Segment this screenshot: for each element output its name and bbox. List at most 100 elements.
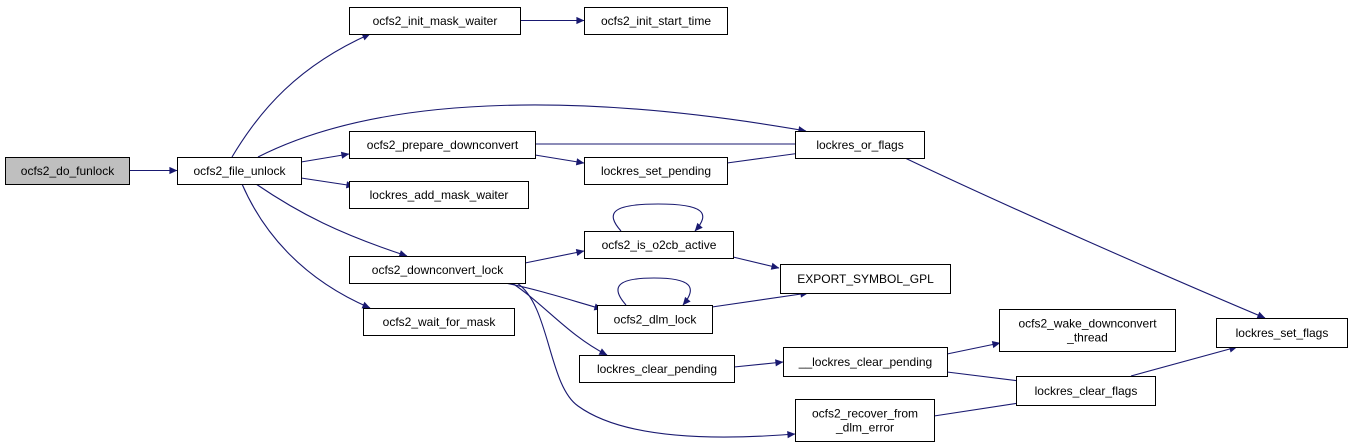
edge-file-unlock-to-lockres-add-mask-waiter (300, 177, 355, 189)
node-label: ocfs2_wait_for_mask (383, 315, 497, 329)
node-box (1016, 376, 1156, 406)
node-box (363, 308, 515, 336)
edge-line (511, 282, 608, 356)
edge-file-unlock-to-init-mask-waiter (231, 33, 371, 158)
edge-downconvert-lock-to-is-o2cb-active (524, 248, 585, 264)
node-wake-downconvert-thread[interactable]: ocfs2_wake_downconvert_thread (999, 309, 1176, 352)
nodes-layer: ocfs2_do_funlock ocfs2_file_unlock ocfs2_i… (5, 7, 1348, 442)
edge-is-o2cb-active-to-export-symbol-gpl (732, 256, 780, 270)
edge-downconvert-lock-to-dlm-lock (504, 282, 603, 311)
edge-recover-from-dlm-error-to-lockres-clear-flags (933, 398, 1033, 417)
edge-file-unlock-to-downconvert-lock (255, 183, 408, 258)
node-lockres-clear-pending[interactable]: lockres_clear_pending (579, 355, 735, 383)
node-label: lockres_set_flags (1236, 326, 1329, 340)
edge-line (946, 341, 1001, 355)
node-box (584, 7, 728, 35)
node-label: ocfs2_do_funlock (21, 164, 115, 178)
node-label: lockres_clear_flags (1035, 384, 1138, 398)
edge-line (300, 177, 355, 189)
edge-line (933, 398, 1033, 417)
node-label: ocfs2_wake_downconvert (1018, 317, 1157, 331)
node-prepare-downconvert[interactable]: ocfs2_prepare_downconvert (349, 131, 536, 159)
edge-line (241, 183, 371, 309)
node-downconvert-lock[interactable]: ocfs2_downconvert_lock (349, 256, 526, 284)
edge-file-unlock-to-wait-for-mask (241, 183, 371, 309)
edge-lockres-clear-pending-to---lockres-clear-pending (733, 359, 784, 368)
node-label: ocfs2_dlm_lock (614, 313, 698, 327)
node-box (584, 157, 728, 185)
node-label: lockres_or_flags (816, 138, 903, 152)
node-init-start-time[interactable]: ocfs2_init_start_time (584, 7, 728, 35)
edge-line (617, 277, 691, 306)
node-do-funlock[interactable]: ocfs2_do_funlock (5, 157, 130, 185)
node-lockres-add-mask-waiter[interactable]: lockres_add_mask_waiter (349, 181, 529, 209)
node-label: ocfs2_recover_from (812, 407, 918, 421)
edge-prepare-downconvert-to-lockres-set-pending (534, 154, 585, 166)
node-box (795, 131, 925, 159)
edge-line (257, 104, 807, 158)
edge-dlm-lock-to-export-symbol-gpl (711, 290, 809, 308)
node-label: lockres_clear_pending (597, 362, 717, 376)
node-dlm-lock[interactable]: ocfs2_dlm_lock (597, 305, 713, 334)
node-init-mask-waiter[interactable]: ocfs2_init_mask_waiter (349, 7, 521, 35)
node-box (584, 231, 734, 259)
node-label: ocfs2_init_mask_waiter (373, 14, 498, 28)
node-label: __lockres_clear_pending (798, 355, 932, 369)
node-box (349, 131, 536, 159)
node-label: lockres_set_pending (601, 164, 711, 178)
node-wait-for-mask[interactable]: ocfs2_wait_for_mask (363, 308, 515, 336)
node-recover-from-dlm-error[interactable]: ocfs2_recover_from_dlm_error (795, 399, 935, 442)
node-label: ocfs2_downconvert_lock (372, 263, 504, 277)
edge-line (534, 154, 585, 166)
node-label: ocfs2_prepare_downconvert (367, 138, 519, 152)
edge-is-o2cb-active-to-is-o2cb-active (612, 203, 704, 232)
node-label: EXPORT_SYMBOL_GPL (797, 272, 934, 286)
node-box (177, 157, 302, 185)
node-box (783, 347, 948, 377)
node-label: _thread (1066, 331, 1108, 345)
node-file-unlock[interactable]: ocfs2_file_unlock (177, 157, 302, 185)
edge-line (504, 282, 603, 311)
node-lockres-clear-flags[interactable]: lockres_clear_flags (1016, 376, 1156, 406)
node-box (579, 355, 735, 383)
node-label: ocfs2_is_o2cb_active (602, 238, 717, 252)
node---lockres-clear-pending[interactable]: __lockres_clear_pending (783, 347, 948, 377)
edge-line (726, 149, 809, 164)
edge-line (612, 203, 704, 232)
node-lockres-set-pending[interactable]: lockres_set_pending (584, 157, 728, 185)
edge---lockres-clear-pending-to-wake-downconvert-thread (946, 341, 1001, 355)
node-box (349, 7, 521, 35)
node-box (349, 181, 529, 209)
edge-dlm-lock-to-dlm-lock (617, 277, 691, 306)
edge-line (733, 359, 784, 368)
node-box (1216, 318, 1348, 348)
node-export-symbol-gpl[interactable]: EXPORT_SYMBOL_GPL (780, 264, 951, 294)
edge-downconvert-lock-to-recover-from-dlm-error (516, 282, 796, 439)
edge-line (946, 371, 1029, 385)
node-lockres-or-flags[interactable]: lockres_or_flags (795, 131, 925, 159)
edge-file-unlock-to-prepare-downconvert (300, 151, 350, 163)
node-is-o2cb-active[interactable]: ocfs2_is_o2cb_active (584, 231, 734, 259)
edge-line (524, 248, 585, 264)
node-label: _dlm_error (835, 421, 894, 435)
edge-line (516, 282, 796, 439)
edge-line (231, 33, 371, 158)
edge-file-unlock-to-lockres-or-flags (257, 104, 807, 158)
node-box (597, 305, 713, 334)
node-label: ocfs2_file_unlock (193, 164, 286, 178)
edge-line (711, 290, 809, 308)
node-label: lockres_add_mask_waiter (370, 188, 509, 202)
edge-line (732, 256, 780, 270)
node-lockres-set-flags[interactable]: lockres_set_flags (1216, 318, 1348, 348)
edge-lockres-clear-flags-to-lockres-set-flags (1130, 345, 1238, 377)
edge-line (255, 183, 408, 258)
node-box (999, 309, 1176, 352)
edge-lockres-set-pending-to-lockres-or-flags (726, 149, 809, 164)
edge-line (904, 157, 1266, 319)
node-box (349, 256, 526, 284)
edge---lockres-clear-pending-to-lockres-clear-flags (946, 371, 1029, 385)
node-box (795, 399, 935, 442)
edge-line (300, 151, 350, 163)
node-box (5, 157, 130, 185)
